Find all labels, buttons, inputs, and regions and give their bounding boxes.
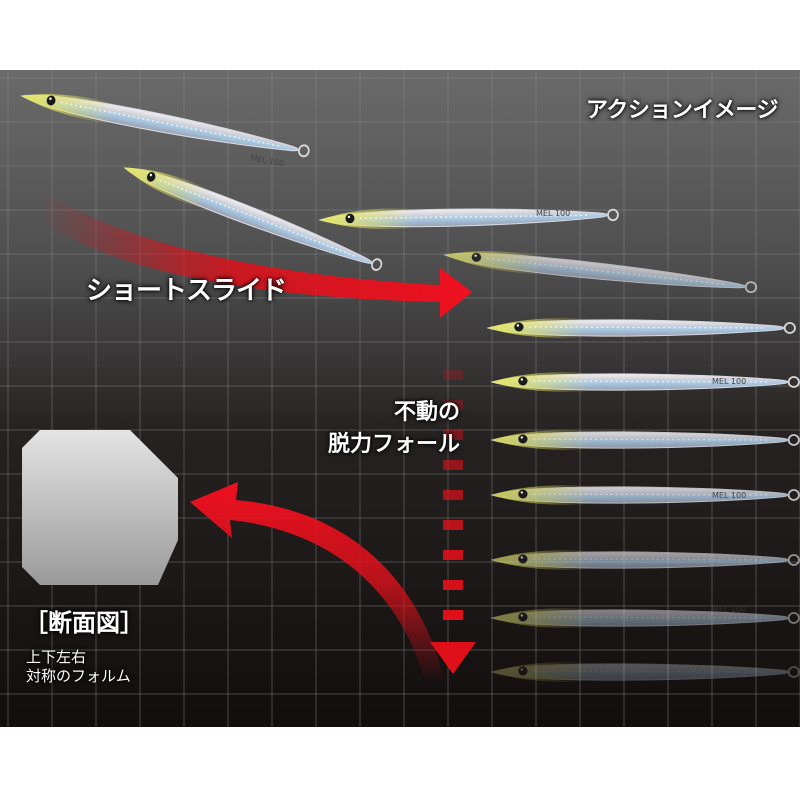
lure-marking: MEL 100 [712,491,746,500]
cross-section-description: 上下左右 対称のフォルム [26,648,131,686]
lure-image [318,203,620,232]
lure-image [18,84,312,164]
free-fall-label: 不動の 脱力フォール [328,397,460,461]
lure-image [491,549,800,571]
lure-image [491,661,800,683]
cross-section-title: ［断面図］ [24,609,144,637]
lure-image [491,484,800,506]
lure-image [443,244,759,299]
lure-marking: MEL 100 [712,605,746,614]
lure-sequence [18,84,800,683]
free-fall-arrow [430,370,476,674]
return-arrow [190,482,445,682]
lure-marking: MEL 100 [536,209,570,218]
short-slide-arrow [40,190,472,318]
free-fall-label-line1: 不動の [393,400,460,425]
lure-image [491,371,800,393]
cross-section-desc-line2: 対称のフォルム [26,667,131,685]
cross-section-shape [22,430,178,585]
page-title: アクションイメージ [586,98,778,123]
lure-marking: MEL 100 [712,377,746,386]
lure-marking: MEL 100 [250,153,285,168]
action-image-panel: MEL 100 MEL 100 MEL 100 MEL 100 MEL 100 … [0,70,800,727]
cross-section-desc-line1: 上下左右 [26,648,87,666]
lure-image [487,317,796,339]
free-fall-label-line2: 脱力フォール [327,432,460,457]
short-slide-label: ショートスライド [86,276,287,306]
lure-image [491,429,800,451]
lure-image [491,607,800,629]
